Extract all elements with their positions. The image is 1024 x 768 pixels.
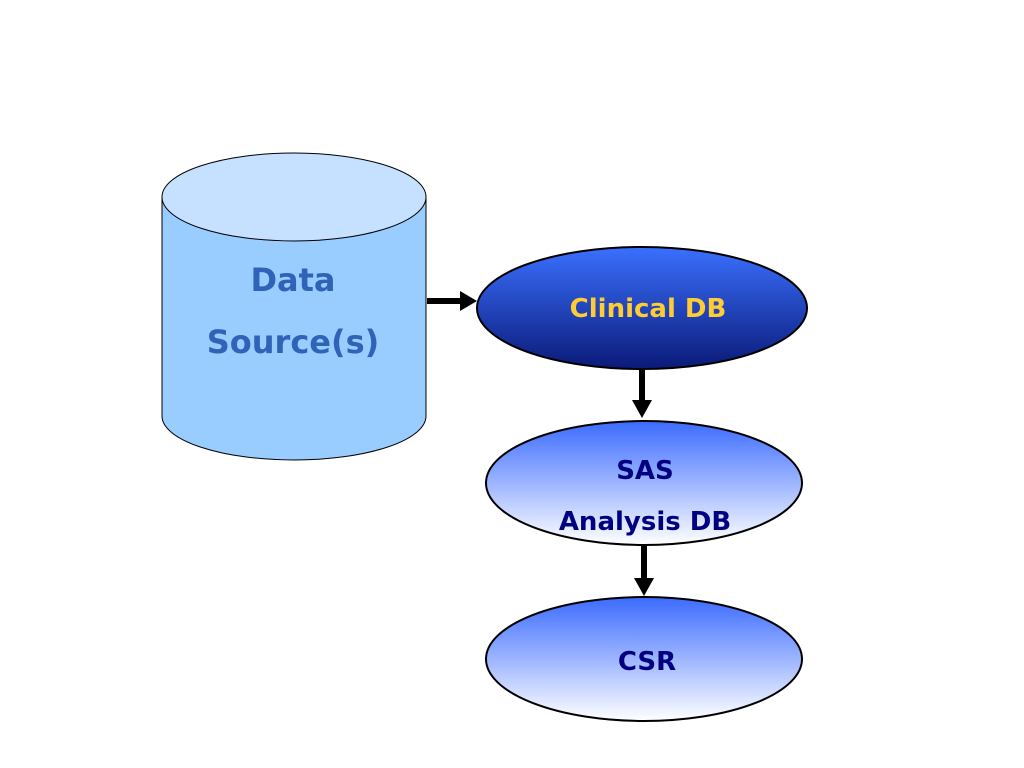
csr-label: CSR xyxy=(618,647,676,677)
arrow-clinical-to-sas xyxy=(632,370,652,418)
sas-label-line1: SAS xyxy=(616,456,674,486)
clinical-db-node: Clinical DB xyxy=(476,246,808,370)
arrow-source-to-clinical xyxy=(427,291,477,311)
sas-analysis-db-ellipse xyxy=(485,420,803,546)
sas-label-line2: Analysis DB xyxy=(559,507,731,537)
data-source-cylinder: Data Source(s) xyxy=(161,152,427,461)
clinical-db-ellipse xyxy=(476,246,808,370)
sas-analysis-db-node: SAS Analysis DB xyxy=(485,420,803,546)
data-source-label-line2: Source(s) xyxy=(207,323,380,361)
clinical-db-label: Clinical DB xyxy=(570,294,727,324)
data-source-label-line1: Data xyxy=(250,261,335,299)
csr-ellipse xyxy=(485,596,803,722)
csr-node: CSR xyxy=(485,596,803,722)
arrow-sas-to-csr xyxy=(634,546,654,596)
cylinder-top xyxy=(161,152,427,242)
cylinder-body xyxy=(161,196,427,461)
